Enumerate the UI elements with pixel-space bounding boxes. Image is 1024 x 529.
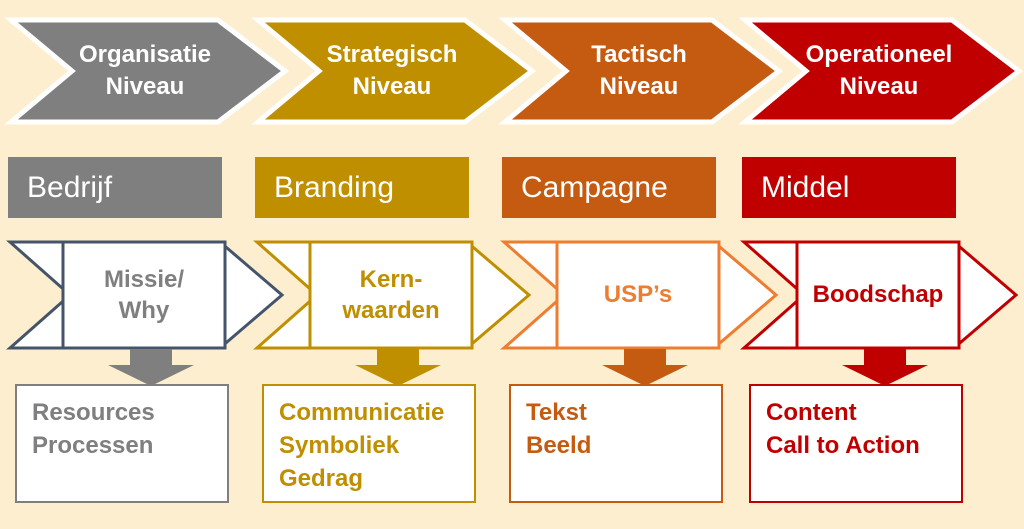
level-chevron-shape (251, 17, 537, 125)
down-arrow-shape (108, 349, 194, 386)
step-chevron (253, 240, 532, 350)
step-label: Missie/ Why (103, 265, 185, 324)
outcome-box: Communicatie Symboliek Gedrag (262, 384, 476, 503)
column-organisatie: Organisatie Niveau Bedrijf Missie/ Why R… (4, 0, 290, 529)
level-chevron (251, 17, 537, 125)
level-chevron-shape (738, 17, 1024, 125)
level-chevron (498, 17, 784, 125)
band-label: Middel (742, 157, 956, 218)
level-chevron (4, 17, 290, 125)
step-label: USP’s (603, 281, 673, 309)
outcome-box: Resources Processen (15, 384, 229, 503)
step-chevron (740, 240, 1019, 350)
step-box-outline (555, 240, 721, 350)
level-label: Operationeel Niveau (805, 41, 953, 100)
step-label: Kern- waarden (342, 265, 440, 324)
column-operationeel: Operationeel Niveau Middel Boodschap Con… (738, 0, 1024, 529)
level-chevron (738, 17, 1024, 125)
down-arrow-icon (355, 349, 441, 386)
down-arrow-shape (842, 349, 928, 386)
column-tactisch: Tactisch Niveau Campagne USP’s Tekst Bee… (498, 0, 784, 529)
level-label: Organisatie Niveau (78, 41, 212, 100)
step-chevron (500, 240, 779, 350)
step-box-outline (795, 240, 961, 350)
step-box-outline (61, 240, 227, 350)
level-label: Tactisch Niveau (591, 41, 687, 100)
down-arrow-shape (355, 349, 441, 386)
down-arrow-shape (602, 349, 688, 386)
outcome-box: Content Call to Action (749, 384, 963, 503)
outcome-box: Tekst Beeld (509, 384, 723, 503)
level-label: Strategisch Niveau (326, 41, 458, 100)
down-arrow-icon (602, 349, 688, 386)
band-label: Branding (255, 157, 469, 218)
band-label: Bedrijf (8, 157, 222, 218)
level-chevron-shape (498, 17, 784, 125)
down-arrow-icon (108, 349, 194, 386)
step-chevron (6, 240, 285, 350)
band-label: Campagne (502, 157, 716, 218)
step-label: Boodschap (812, 281, 944, 309)
down-arrow-icon (842, 349, 928, 386)
step-box-outline (308, 240, 474, 350)
column-strategisch: Strategisch Niveau Branding Kern- waarde… (251, 0, 537, 529)
level-chevron-shape (4, 17, 290, 125)
